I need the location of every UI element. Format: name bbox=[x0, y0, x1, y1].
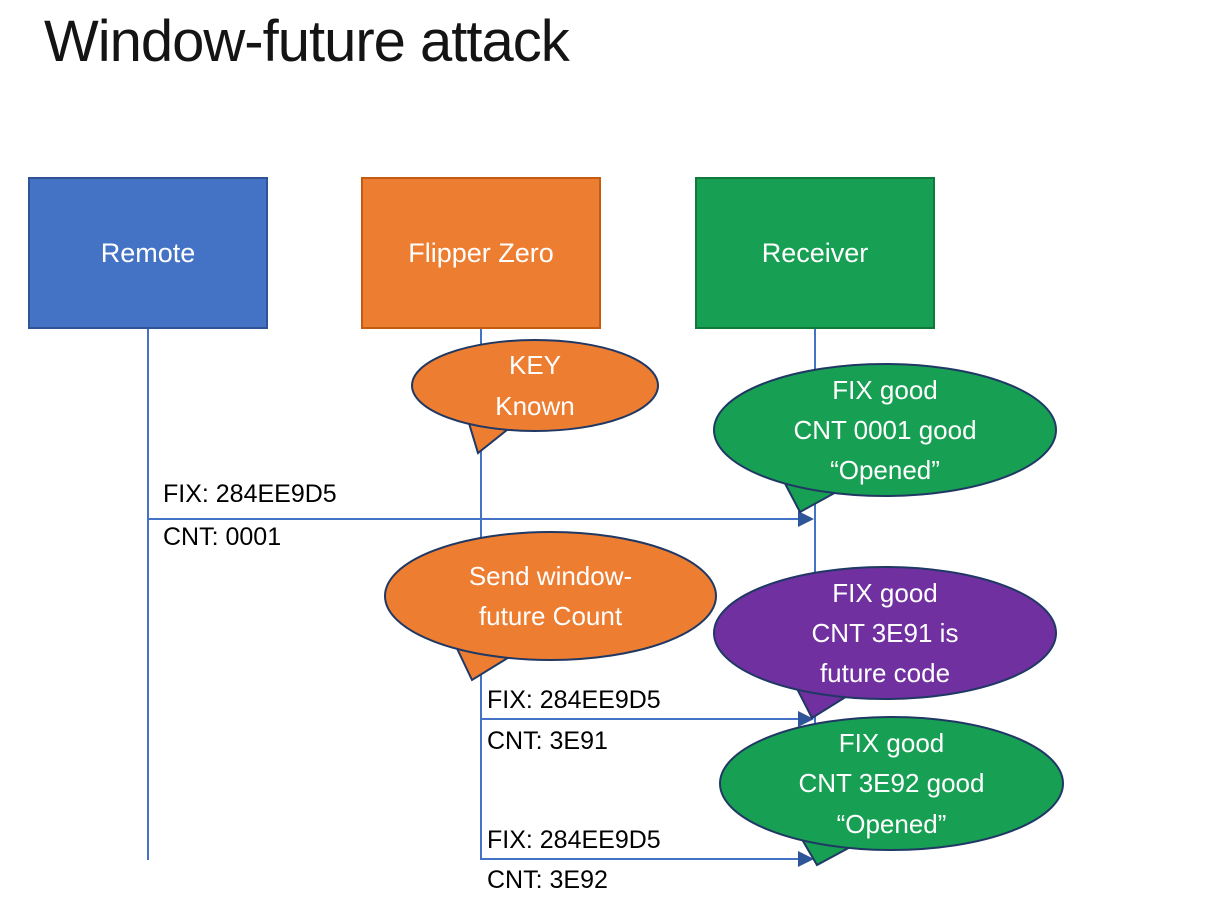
message-3-fix-label: FIX: 284EE9D5 bbox=[487, 826, 661, 854]
callout-fix-good-cnt-3e91: FIX good CNT 3E91 is future code bbox=[712, 565, 1058, 720]
message-3-line bbox=[481, 858, 800, 860]
callout-fix-good-cnt-0001: FIX good CNT 0001 good “Opened” bbox=[712, 362, 1058, 514]
callout-text: FIX good CNT 3E91 is future code bbox=[712, 565, 1058, 701]
actor-box-remote: Remote bbox=[28, 177, 268, 329]
callout-key-known: KEY Known bbox=[410, 338, 660, 455]
callout-line: Known bbox=[495, 390, 575, 421]
message-2-fix-label: FIX: 284EE9D5 bbox=[487, 686, 661, 714]
callout-send-window-future: Send window- future Count bbox=[383, 530, 718, 682]
callout-line: “Opened” bbox=[830, 455, 940, 486]
message-2-line bbox=[481, 718, 800, 720]
callout-line: FIX good bbox=[832, 577, 938, 608]
callout-line: future Count bbox=[478, 601, 623, 631]
callout-fix-good-cnt-3e92: FIX good CNT 3E92 good “Opened” bbox=[718, 715, 1065, 867]
callout-line: CNT 0001 good bbox=[793, 414, 977, 445]
actor-label-flipper-zero: Flipper Zero bbox=[408, 237, 554, 268]
actor-label-remote: Remote bbox=[100, 237, 196, 268]
slide-title: Window-future attack bbox=[44, 9, 570, 74]
callout-line: KEY bbox=[508, 350, 562, 381]
callout-text: KEY Known bbox=[410, 338, 660, 433]
callout-line: CNT 3E91 is bbox=[811, 617, 959, 648]
message-1-line bbox=[148, 518, 800, 520]
message-2-cnt-label: CNT: 3E91 bbox=[487, 727, 608, 755]
message-1-cnt-label: CNT: 0001 bbox=[163, 523, 282, 551]
callout-line: CNT 3E92 good bbox=[798, 768, 985, 799]
message-3-arrowhead-icon bbox=[798, 851, 814, 867]
callout-text: FIX good CNT 0001 good “Opened” bbox=[712, 362, 1058, 498]
callout-text: Send window- future Count bbox=[383, 530, 718, 662]
actor-label-receiver: Receiver bbox=[761, 237, 869, 268]
message-1-fix-label: FIX: 284EE9D5 bbox=[163, 480, 337, 508]
callout-line: FIX good bbox=[832, 374, 938, 405]
callout-text: FIX good CNT 3E92 good “Opened” bbox=[718, 715, 1065, 852]
callout-line: future code bbox=[819, 658, 951, 689]
actor-box-flipper-zero: Flipper Zero bbox=[361, 177, 601, 329]
callout-line: Send window- bbox=[468, 560, 633, 591]
lifeline-remote bbox=[147, 329, 149, 860]
callout-line: “Opened” bbox=[836, 808, 947, 839]
message-1-arrowhead-icon bbox=[798, 511, 814, 527]
callout-line: FIX good bbox=[838, 728, 945, 759]
actor-box-receiver: Receiver bbox=[695, 177, 935, 329]
message-3-cnt-label: CNT: 3E92 bbox=[487, 866, 608, 894]
